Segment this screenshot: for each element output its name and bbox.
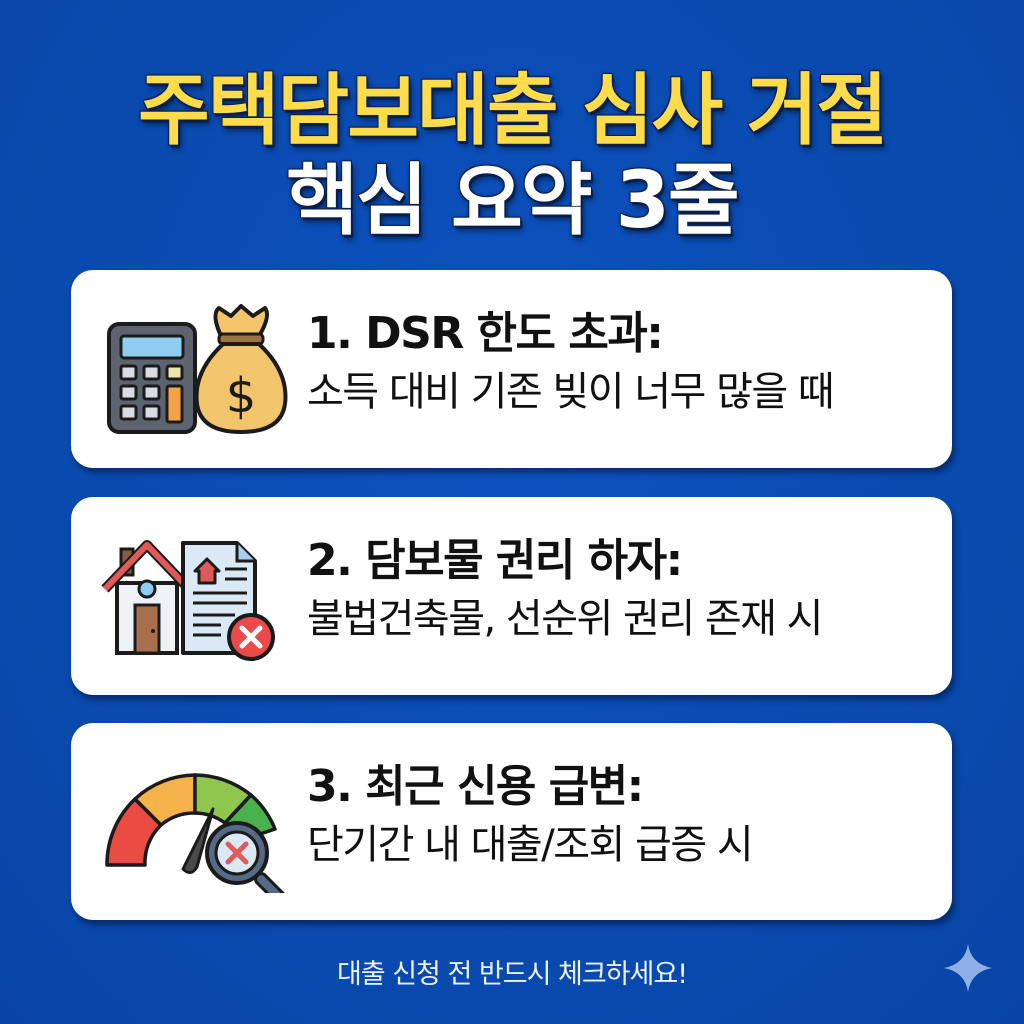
reason-card-credit: 3. 최근 신용 급변: 단기간 내 대출/조회 급증 시 (71, 723, 952, 920)
reason-card-collateral: 2. 담보물 권리 하자: 불법건축물, 선순위 권리 존재 시 (71, 497, 952, 695)
calculator-money-bag-icon: $ (101, 300, 301, 440)
card-heading: 3. 최근 신용 급변: (307, 761, 644, 812)
sparkle-icon (942, 942, 994, 994)
card-heading: 2. 담보물 권리 하자: (307, 535, 683, 586)
house-document-reject-icon (101, 527, 301, 667)
footer-note: 대출 신청 전 반드시 체크하세요! (336, 959, 688, 990)
page-title-line-1: 주택담보대출 심사 거절 (138, 66, 888, 156)
card-description: 소득 대비 기존 빚이 너무 많을 때 (307, 369, 835, 415)
page-title-line-2: 핵심 요약 3줄 (286, 156, 739, 246)
card-description: 불법건축물, 선순위 권리 존재 시 (307, 596, 823, 642)
card-description: 단기간 내 대출/조회 급증 시 (307, 822, 754, 868)
credit-gauge-magnifier-icon (101, 753, 301, 906)
svg-text:$: $ (226, 368, 257, 424)
reason-card-dsr: $ 1. DSR 한도 초과: 소득 대비 기존 빚이 너무 많을 때 (71, 270, 952, 468)
card-heading: 1. DSR 한도 초과: (307, 308, 664, 359)
